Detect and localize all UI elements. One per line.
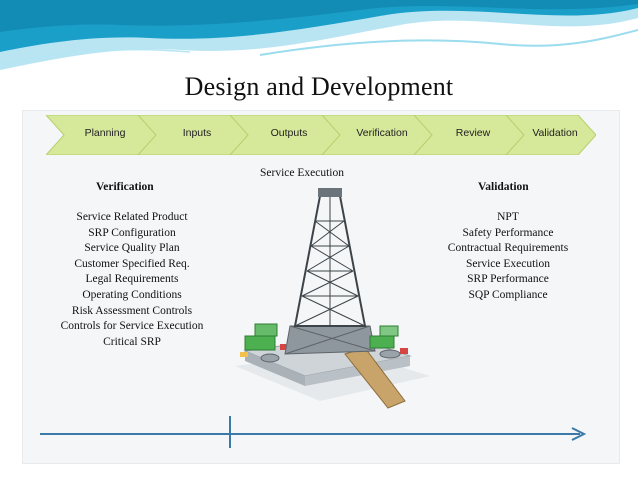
step-label-validation: Validation (532, 127, 578, 139)
verification-heading: Verification (96, 181, 154, 193)
process-flow: Planning Inputs Outputs Verification Rev… (46, 115, 596, 155)
chevron-validation (505, 115, 596, 155)
step-label-outputs: Outputs (270, 127, 308, 139)
verification-item: Service Quality Plan (84, 242, 180, 255)
chevron-inputs (137, 115, 257, 155)
step-label-verification: Verification (356, 127, 408, 139)
chevron-outputs (229, 115, 349, 155)
validation-list: NPT Safety Performance Contractual Requi… (430, 210, 586, 304)
page-title: Design and Development (184, 72, 454, 101)
verification-item: Operating Conditions (82, 288, 182, 301)
chevron-review (413, 115, 533, 155)
verification-item: Legal Requirements (85, 273, 179, 286)
verification-item: Customer Specified Req. (74, 257, 190, 270)
validation-item: Contractual Requirements (447, 242, 569, 255)
chevron-verification (321, 115, 441, 155)
step-label-inputs: Inputs (182, 127, 212, 139)
service-execution-label: Service Execution (260, 167, 344, 179)
timeline-arrow (40, 416, 587, 448)
validation-item: Service Execution (466, 257, 550, 270)
verification-item: Controls for Service Execution (60, 320, 204, 333)
validation-item: Safety Performance (462, 226, 554, 239)
verification-item: SRP Configuration (88, 226, 176, 239)
validation-heading: Validation (478, 181, 529, 193)
verification-item: Risk Assessment Controls (71, 304, 193, 317)
process-chevrons (46, 115, 596, 155)
chevron-planning (46, 115, 165, 155)
drilling-rig-illustration (235, 188, 430, 409)
step-label-review: Review (455, 127, 491, 139)
validation-item: SRP Performance (467, 273, 549, 286)
validation-item: NPT (497, 211, 519, 223)
verification-item: Critical SRP (103, 335, 161, 348)
verification-list: Service Related Product SRP Configuratio… (44, 210, 220, 350)
step-label-planning: Planning (84, 127, 126, 139)
verification-item: Service Related Product (76, 211, 188, 223)
header-wave-decoration (0, 0, 638, 70)
validation-item: SQP Compliance (468, 288, 548, 301)
